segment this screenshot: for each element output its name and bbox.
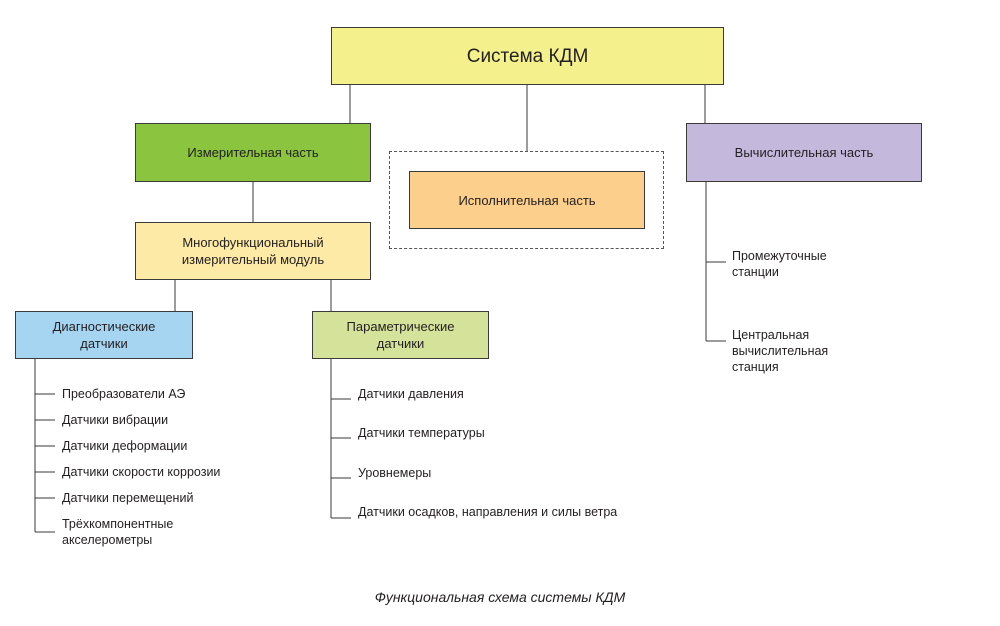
parametric-item: Датчики температуры <box>358 426 485 440</box>
executive-part-dashed-frame <box>389 151 664 249</box>
measuring-part-label: Измерительная часть <box>187 145 319 160</box>
diagnostic-item: Трёхкомпонентные акселерометры <box>62 517 174 547</box>
computing-item: Центральная вычислительная станция <box>732 328 829 374</box>
computing-part-label: Вычислительная часть <box>734 145 874 160</box>
diagnostic-item: Датчики деформации <box>62 439 188 453</box>
diagnostic-sensors-label: Диагностические датчики <box>52 319 156 351</box>
parametric-sensors-box: Параметрические датчики <box>312 311 489 359</box>
parametric-sensors-label: Параметрические датчики <box>346 319 455 351</box>
figure-caption: Функциональная схема системы КДМ <box>374 589 626 605</box>
parametric-item: Датчики давления <box>358 387 464 401</box>
parametric-item: Датчики осадков, направления и силы ветр… <box>358 505 618 519</box>
diagnostic-item: Преобразователи АЭ <box>62 387 186 401</box>
multifunctional-module-box: Многофункциональный измерительный модуль <box>135 222 371 280</box>
diagnostic-item: Датчики вибрации <box>62 413 169 427</box>
measuring-part-box: Измерительная часть <box>135 123 371 182</box>
diagnostic-sensors-box: Диагностические датчики <box>15 311 193 359</box>
executive-part-label: Исполнительная часть <box>458 192 596 208</box>
multifunctional-module-label: Многофункциональный измерительный модуль <box>181 235 325 267</box>
system-root-label: Система КДМ <box>466 45 589 67</box>
parametric-item: Уровнемеры <box>358 466 432 480</box>
computing-part-box: Вычислительная часть <box>686 123 922 182</box>
diagnostic-item: Датчики перемещений <box>62 491 194 505</box>
executive-part-box: Исполнительная часть <box>409 171 645 229</box>
system-root-box: Система КДМ <box>331 27 724 85</box>
computing-item: Промежуточные станции <box>732 249 827 279</box>
diagnostic-item: Датчики скорости коррозии <box>62 465 221 479</box>
